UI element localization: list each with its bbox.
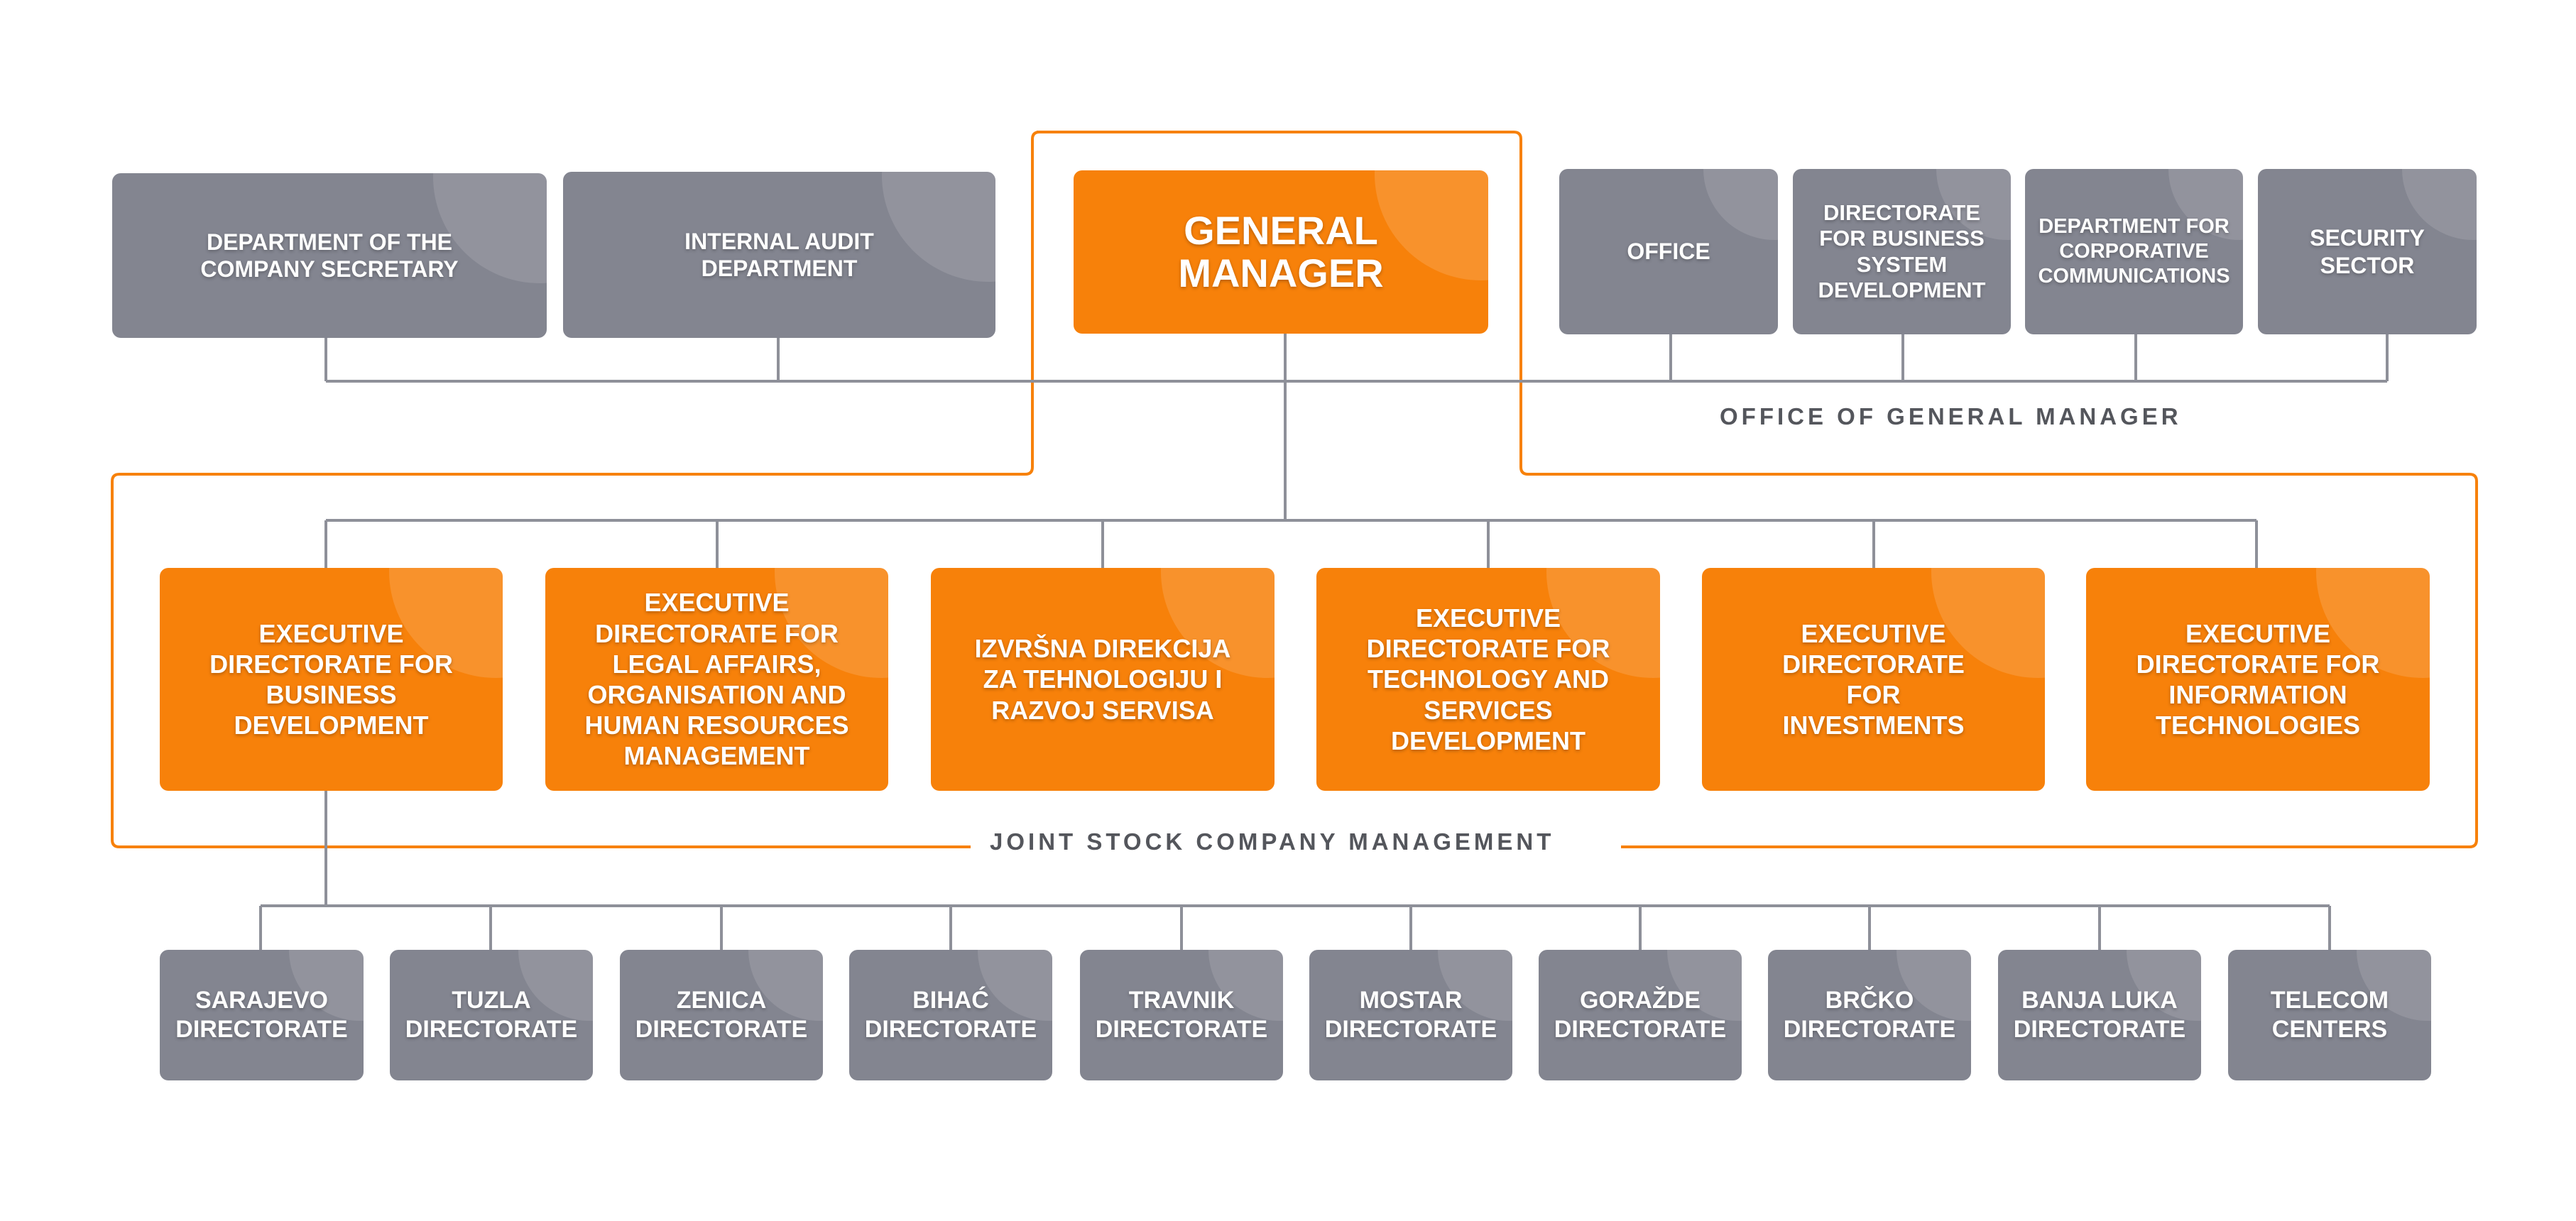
- box-label: Department for Corporative Communication…: [2038, 215, 2230, 288]
- regional-directorate: Sarajevo Directorate: [160, 950, 364, 1080]
- regional-directorate: Bihać Directorate: [849, 950, 1052, 1080]
- exec-technology-services-development: Executive Directorate for Technology and…: [1316, 568, 1660, 791]
- box-label: Executive Directorate for Business Devel…: [209, 618, 453, 740]
- box-label: Department of the Company Secretary: [200, 229, 459, 282]
- box-label: Tuzla Directorate: [405, 987, 578, 1043]
- regional-directorate: Brčko Directorate: [1768, 950, 1971, 1080]
- box-label: Mostar Directorate: [1324, 987, 1497, 1043]
- box-label: Bihać Directorate: [864, 987, 1037, 1043]
- directorate-business-system-development: Directorate for Business System Developm…: [1793, 169, 2011, 334]
- exec-investments: Executive Directorate for Investments: [1702, 568, 2045, 791]
- box-label: Travnik Directorate: [1095, 987, 1268, 1043]
- security-sector: Security Sector: [2258, 169, 2477, 334]
- box-label: Telecom Centers: [2270, 987, 2389, 1043]
- internal-audit-department: Internal Audit Department: [563, 172, 995, 338]
- regional-directorate: Tuzla Directorate: [390, 950, 593, 1080]
- box-label: General Manager: [1178, 207, 1384, 295]
- department-corporative-communications: Department for Corporative Communication…: [2025, 169, 2243, 334]
- box-label: Brčko Directorate: [1783, 987, 1956, 1043]
- box-label: Executive Directorate for Legal Affairs,…: [584, 588, 849, 771]
- telecom-centers: Telecom Centers: [2228, 950, 2431, 1080]
- box-label: Directorate for Business System Developm…: [1818, 199, 1986, 302]
- exec-information-technologies: Executive Directorate for Information Te…: [2086, 568, 2430, 791]
- box-label: Zenica Directorate: [635, 987, 808, 1043]
- regional-directorate: Mostar Directorate: [1309, 950, 1512, 1080]
- regional-directorate: Goražde Directorate: [1539, 950, 1742, 1080]
- box-label: Banja Luka Directorate: [2013, 987, 2186, 1043]
- management-frame: [111, 131, 2478, 848]
- box-label: Office: [1627, 239, 1710, 265]
- general-manager: General Manager: [1074, 170, 1488, 334]
- joint-stock-company-management-label: Joint Stock Company Management: [980, 828, 1565, 855]
- box-label: Executive Directorate for Technology and…: [1366, 603, 1610, 755]
- department-company-secretary: Department of the Company Secretary: [112, 173, 547, 338]
- box-label: Executive Directorate for Investments: [1782, 618, 1965, 740]
- box-label: Executive Directorate for Information Te…: [2136, 618, 2380, 740]
- box-label: Goražde Directorate: [1554, 987, 1727, 1043]
- box-label: Izvršna direkcija za tehnologiju i razvo…: [974, 634, 1231, 725]
- regional-directorate: Zenica Directorate: [620, 950, 823, 1080]
- office-of-general-manager-label: Office of General Manager: [1720, 403, 2182, 430]
- exec-business-development: Executive Directorate for Business Devel…: [160, 568, 503, 791]
- office: Office: [1559, 169, 1778, 334]
- izvrsna-direkcija-tehnologija: Izvršna direkcija za tehnologiju i razvo…: [931, 568, 1275, 791]
- box-label: Sarajevo Directorate: [175, 987, 348, 1043]
- box-label: Security Sector: [2310, 225, 2425, 278]
- exec-legal-hr-management: Executive Directorate for Legal Affairs,…: [545, 568, 888, 791]
- box-label: Internal Audit Department: [684, 228, 874, 281]
- regional-directorate: Travnik Directorate: [1080, 950, 1283, 1080]
- regional-directorate: Banja Luka Directorate: [1998, 950, 2201, 1080]
